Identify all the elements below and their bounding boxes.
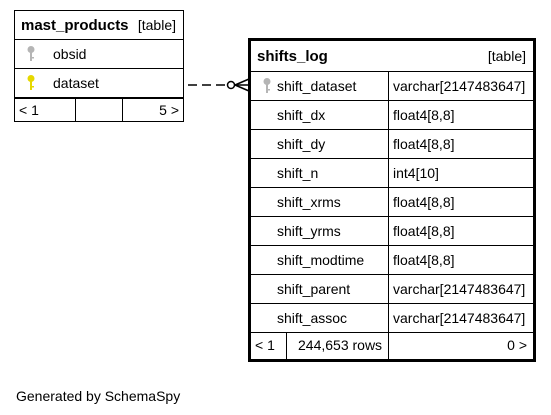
foreign-key-icon (27, 75, 35, 90)
table-footer: < 1 5 > (15, 98, 183, 121)
generated-by-note: Generated by SchemaSpy (16, 388, 181, 404)
footer-rows (76, 99, 123, 121)
column-row-shift-assoc[interactable]: shift_assoc varchar[2147483647] (251, 304, 533, 333)
table-name: shifts_log (257, 48, 328, 65)
relationship-connector (188, 78, 250, 92)
column-name: shift_xrms (251, 188, 389, 216)
column-row-dataset[interactable]: dataset (15, 69, 183, 98)
column-name: shift_dx (251, 101, 389, 129)
table-footer: < 1 244,653 rows 0 > (251, 333, 533, 359)
column-type: float4[8,8] (393, 223, 455, 239)
column-name: shift_modtime (251, 246, 389, 274)
column-row-shift-dy[interactable]: shift_dy float4[8,8] (251, 130, 533, 159)
column-name: obsid (53, 46, 87, 62)
column-row-shift-parent[interactable]: shift_parent varchar[2147483647] (251, 275, 533, 304)
column-type: varchar[2147483647] (393, 281, 526, 297)
column-type: float4[8,8] (393, 194, 455, 210)
column-name: shift_dy (251, 130, 389, 158)
mast-products-table[interactable]: mast_products [table] obsid dataset < 1 … (14, 10, 184, 122)
table-header: shifts_log [table] (251, 41, 533, 72)
footer-parents: < 1 (15, 99, 76, 121)
shifts-log-table[interactable]: shifts_log [table] shift_dataset varchar… (248, 38, 536, 362)
column-type: int4[10] (393, 165, 439, 181)
column-row-obsid[interactable]: obsid (15, 40, 183, 69)
column-name: shift_assoc (251, 304, 389, 332)
table-kind: [table] (137, 17, 176, 33)
primary-key-icon (27, 46, 35, 61)
column-row-shift-modtime[interactable]: shift_modtime float4[8,8] (251, 246, 533, 275)
table-header: mast_products [table] (15, 11, 183, 40)
column-row-shift-dx[interactable]: shift_dx float4[8,8] (251, 101, 533, 130)
column-type: float4[8,8] (393, 252, 455, 268)
crowfoot-mark (234, 78, 250, 86)
footer-parents: < 1 (251, 333, 287, 359)
column-row-shift-yrms[interactable]: shift_yrms float4[8,8] (251, 217, 533, 246)
table-kind: [table] (487, 48, 526, 64)
footer-rows: 244,653 rows (287, 333, 389, 359)
column-row-shift-xrms[interactable]: shift_xrms float4[8,8] (251, 188, 533, 217)
footer-children: 0 > (507, 337, 527, 353)
column-type: float4[8,8] (393, 107, 455, 123)
table-name: mast_products (21, 17, 129, 34)
column-name: shift_yrms (251, 217, 389, 245)
primary-key-icon (263, 78, 271, 93)
footer-children: 5 > (159, 102, 179, 118)
column-name: shift_dataset (251, 72, 389, 100)
column-name: dataset (53, 75, 99, 91)
column-type: float4[8,8] (393, 136, 455, 152)
crowfoot-mark (234, 84, 250, 92)
column-row-shift-n[interactable]: shift_n int4[10] (251, 159, 533, 188)
column-row-shift-dataset[interactable]: shift_dataset varchar[2147483647] (251, 72, 533, 101)
zero-cardinality-mark (226, 80, 236, 90)
column-name: shift_parent (251, 275, 389, 303)
column-name: shift_n (251, 159, 389, 187)
column-type: varchar[2147483647] (393, 78, 526, 94)
column-type: varchar[2147483647] (393, 310, 526, 326)
